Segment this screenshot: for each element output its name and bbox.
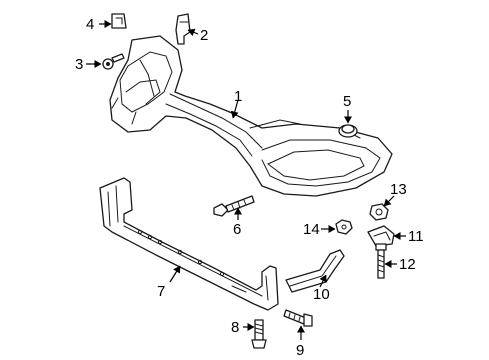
leader-7 [169, 265, 181, 283]
callout-7: 7 [157, 283, 165, 300]
grommet-part-5 [338, 124, 361, 139]
callout-2: 2 [200, 27, 208, 44]
leader-1 [230, 99, 239, 119]
bolt-part-14 [335, 219, 353, 235]
callout-9: 9 [296, 342, 304, 359]
callout-14: 14 [303, 221, 320, 238]
leader-13 [383, 195, 395, 207]
callout-3: 3 [75, 56, 83, 73]
callout-1: 1 [234, 88, 242, 105]
leader-10 [319, 274, 327, 288]
callout-8: 8 [231, 319, 239, 336]
bracket-part-11 [367, 225, 395, 247]
callout-6: 6 [233, 221, 241, 238]
callout-12: 12 [399, 256, 416, 273]
bolt-part-12 [375, 243, 387, 279]
clip-part-4 [111, 13, 127, 29]
callout-13: 13 [390, 181, 407, 198]
callout-10: 10 [313, 286, 330, 303]
leader-arrows [86, 20, 406, 340]
bolt-part-6 [213, 195, 255, 217]
callout-4: 4 [86, 16, 94, 33]
radiator-support-frame [109, 35, 393, 197]
bolt-part-8 [251, 319, 267, 349]
lower-tie-bar [99, 177, 279, 311]
callout-5: 5 [343, 93, 351, 110]
bolt-part-9 [283, 309, 313, 327]
callout-labels: 1 2 3 4 5 6 7 8 9 10 11 12 13 14 [75, 16, 424, 359]
bolt-part-3 [102, 53, 125, 70]
nut-part-13 [369, 203, 389, 221]
leader-2 [187, 28, 199, 37]
bracket-part-2 [175, 13, 191, 45]
callout-11: 11 [408, 228, 424, 245]
